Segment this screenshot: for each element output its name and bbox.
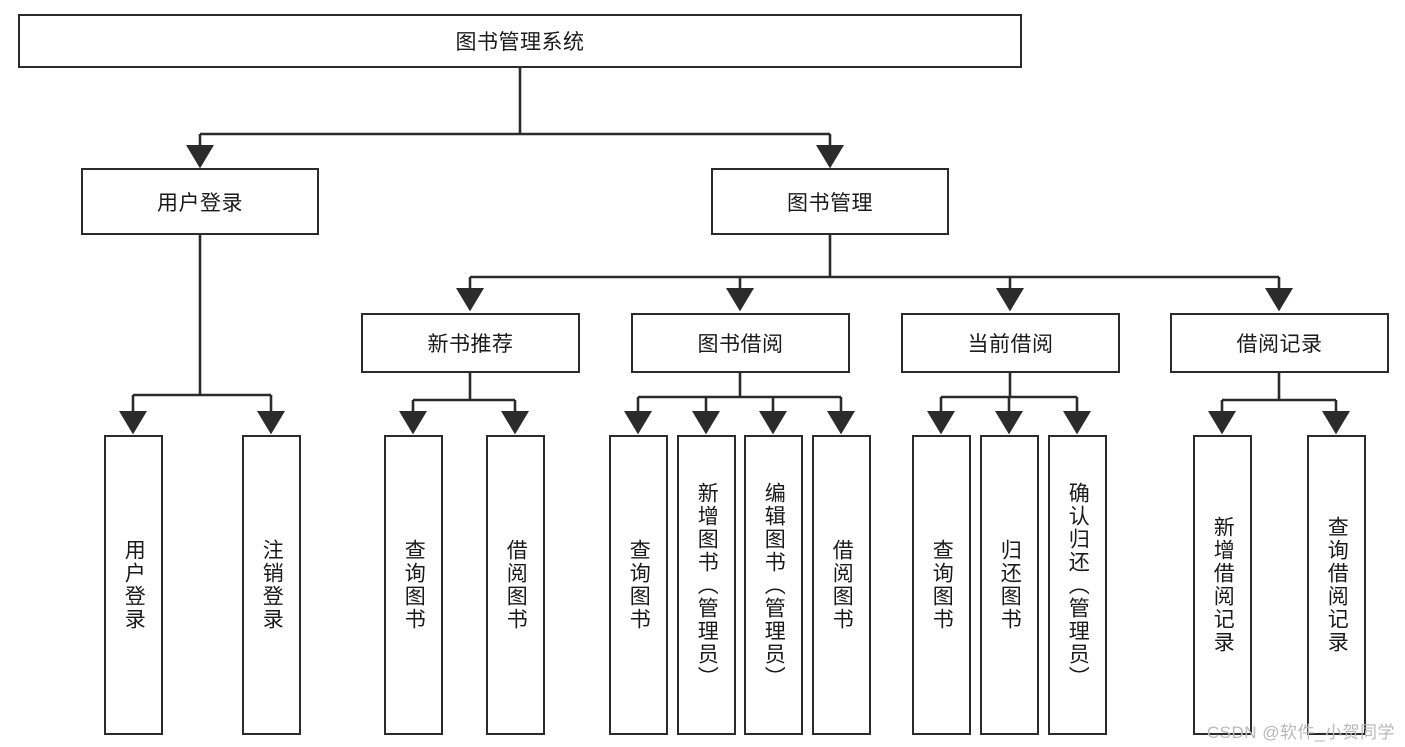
node-leaf-borrow-book-1[interactable]: 借阅图书: [486, 435, 545, 735]
node-user-login[interactable]: 用户登录: [81, 168, 319, 235]
node-root[interactable]: 图书管理系统: [18, 14, 1022, 68]
node-borrow-record-label: 借阅记录: [1236, 333, 1323, 356]
node-leaf-query-book-1[interactable]: 查询图书: [384, 435, 443, 735]
node-leaf-edit-book[interactable]: 编辑图书（管理员）: [744, 435, 803, 735]
node-book-manage-label: 图书管理: [787, 191, 873, 215]
node-leaf-user-login[interactable]: 用户登录: [104, 435, 163, 735]
node-leaf-return-book-label: 归还图书: [998, 539, 1022, 631]
node-leaf-edit-book-label: 编辑图书（管理员）: [762, 481, 786, 689]
node-leaf-add-record-label: 新增借阅记录: [1211, 516, 1235, 654]
node-borrow-record[interactable]: 借阅记录: [1170, 313, 1389, 373]
node-book-borrow[interactable]: 图书借阅: [631, 313, 850, 373]
node-book-manage[interactable]: 图书管理: [711, 168, 949, 235]
node-current-borrow[interactable]: 当前借阅: [901, 313, 1120, 373]
node-new-book-recommend-label: 新书推荐: [427, 333, 514, 356]
node-leaf-borrow-book-2-label: 借阅图书: [830, 539, 854, 631]
node-new-book-recommend[interactable]: 新书推荐: [361, 313, 580, 373]
node-leaf-query-book-3[interactable]: 查询图书: [912, 435, 971, 735]
node-leaf-return-book[interactable]: 归还图书: [980, 435, 1039, 735]
node-leaf-add-book-label: 新增图书（管理员）: [695, 481, 719, 689]
node-leaf-borrow-book-1-label: 借阅图书: [504, 539, 528, 631]
node-leaf-query-book-1-label: 查询图书: [402, 539, 426, 631]
node-leaf-add-book[interactable]: 新增图书（管理员）: [677, 435, 736, 735]
node-user-login-label: 用户登录: [157, 191, 243, 215]
node-root-label: 图书管理系统: [455, 31, 585, 54]
node-leaf-query-book-2-label: 查询图书: [627, 539, 651, 631]
node-leaf-confirm-return[interactable]: 确认归还（管理员）: [1048, 435, 1107, 735]
node-leaf-query-book-3-label: 查询图书: [930, 539, 954, 631]
node-leaf-query-record-label: 查询借阅记录: [1325, 516, 1349, 654]
node-current-borrow-label: 当前借阅: [967, 333, 1054, 356]
node-leaf-confirm-return-label: 确认归还（管理员）: [1066, 481, 1090, 689]
csdn-watermark: CSDN @软件_小贺同学: [1206, 723, 1395, 742]
node-book-borrow-label: 图书借阅: [697, 333, 784, 356]
node-leaf-add-record[interactable]: 新增借阅记录: [1193, 435, 1252, 735]
node-leaf-borrow-book-2[interactable]: 借阅图书: [812, 435, 871, 735]
node-leaf-query-book-2[interactable]: 查询图书: [609, 435, 668, 735]
node-leaf-user-login-label: 用户登录: [122, 539, 146, 631]
node-leaf-user-logout-label: 注销登录: [260, 539, 284, 631]
node-leaf-query-record[interactable]: 查询借阅记录: [1307, 435, 1366, 735]
node-leaf-user-logout[interactable]: 注销登录: [242, 435, 301, 735]
